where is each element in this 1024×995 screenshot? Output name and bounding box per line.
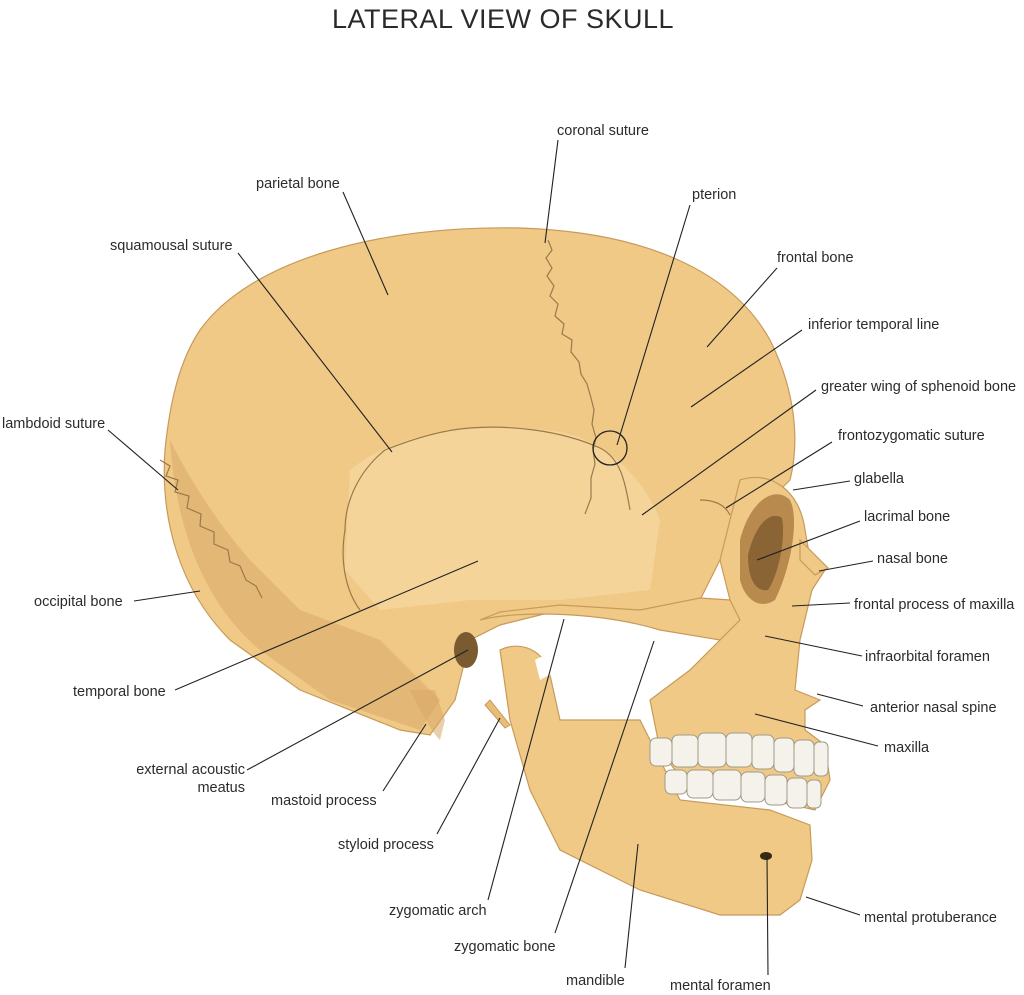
label-pterion: pterion <box>692 187 736 203</box>
pterion-circle <box>592 430 628 466</box>
label-frontozygomatic-suture: frontozygomatic suture <box>838 428 985 444</box>
label-frontal-bone: frontal bone <box>777 250 854 266</box>
teeth <box>649 732 829 809</box>
label-greater-wing-of-sphenoid-bone: greater wing of sphenoid bone <box>821 379 1016 395</box>
label-occipital-bone: occipital bone <box>34 594 123 610</box>
label-coronal-suture: coronal suture <box>557 123 649 139</box>
label-temporal-bone: temporal bone <box>73 684 166 700</box>
label-squamousal-suture: squamousal suture <box>110 238 233 254</box>
label-lambdoid-suture: lambdoid suture <box>2 416 105 432</box>
lambdoid-suture-line <box>159 459 263 599</box>
leader-lines <box>107 139 879 976</box>
mandible-shape <box>499 645 813 916</box>
label-mental-protuberance: mental protuberance <box>864 910 997 926</box>
squamous-suture-line <box>384 426 631 511</box>
label-mandible: mandible <box>566 973 625 989</box>
label-glabella: glabella <box>854 471 905 487</box>
label-mastoid-process: mastoid process <box>271 793 377 809</box>
label-lacrimal-bone: lacrimal bone <box>864 509 950 525</box>
label-zygomatic-bone: zygomatic bone <box>454 939 556 955</box>
label-styloid-process: styloid process <box>338 837 434 853</box>
label-anterior-nasal-spine: anterior nasal spine <box>870 700 997 716</box>
label-mental-foramen: mental foramen <box>670 978 771 994</box>
label-maxilla: maxilla <box>884 740 930 756</box>
label-external-acoustic-line2: meatus <box>197 780 245 796</box>
label-nasal-bone: nasal bone <box>877 551 948 567</box>
label-inferior-temporal-line: inferior temporal line <box>808 317 939 333</box>
diagram-title: LATERAL VIEW OF SKULL <box>332 4 674 34</box>
label-parietal-bone: parietal bone <box>256 176 340 192</box>
skull-illustration <box>159 227 831 916</box>
label-infraorbital-foramen: infraorbital foramen <box>865 649 990 665</box>
label-external-acoustic-line1: external acoustic <box>136 762 245 778</box>
label-frontal-process-of-maxilla: frontal process of maxilla <box>854 597 1015 613</box>
ear-opening <box>454 632 478 668</box>
zygomatic-arch <box>479 597 741 641</box>
mental-foramen-hole <box>760 852 772 860</box>
labels: coronal suture parietal bone pterion squ… <box>2 123 1016 994</box>
label-zygomatic-arch: zygomatic arch <box>389 903 487 919</box>
